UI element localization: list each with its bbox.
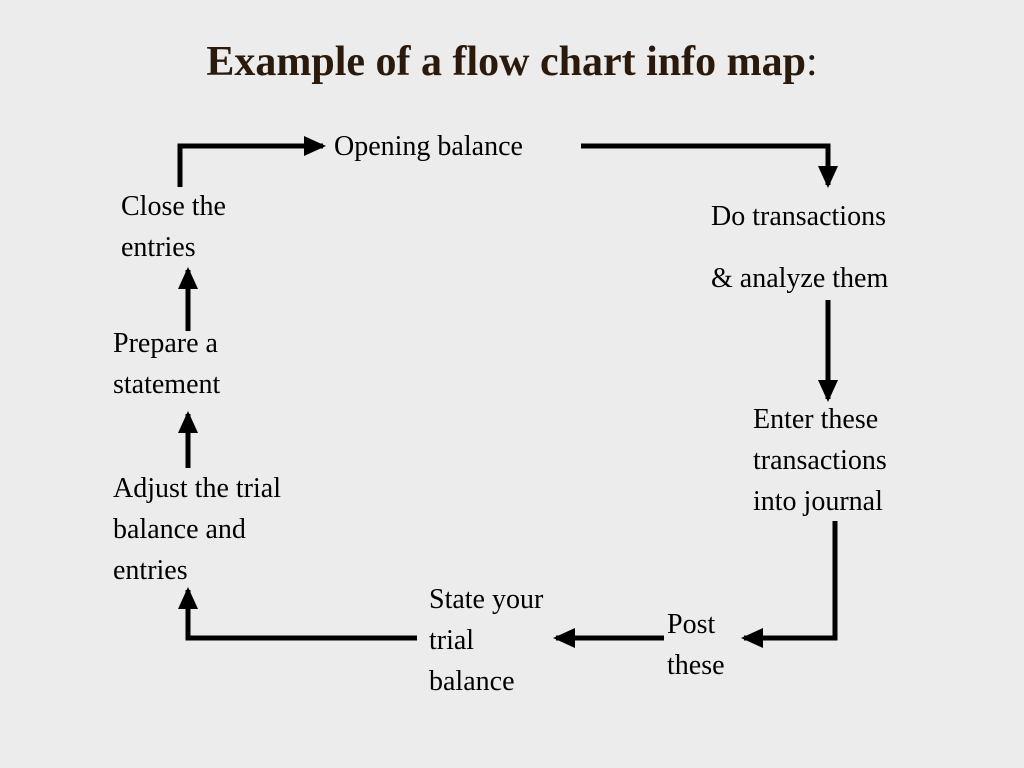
- node-journal-line-1: Enter these: [753, 404, 879, 435]
- node-adjust-line-3: entries: [113, 555, 188, 586]
- node-close-line-2: entries: [121, 232, 196, 263]
- arrow-close-to-opening: [177, 136, 326, 187]
- arrow-opening-to-transactions: [581, 143, 838, 188]
- node-transactions-line-1: Do transactions: [711, 201, 886, 232]
- node-statement-line-1: Prepare a: [113, 328, 218, 359]
- node-adjust-trial-balance: Adjust the trial balance and entries: [113, 468, 281, 591]
- node-prepare-statement: Prepare a statement: [113, 323, 220, 405]
- node-opening-balance: Opening balance: [334, 126, 523, 167]
- node-do-transactions: Do transactions & analyze them: [711, 186, 888, 310]
- node-adjust-line-2: balance and: [113, 514, 246, 545]
- node-statement-line-2: statement: [113, 369, 221, 400]
- node-transactions-line-2: & analyze them: [711, 263, 889, 294]
- node-opening-line-1: Opening balance: [334, 131, 523, 162]
- title-colon: :: [805, 39, 818, 85]
- node-state-trial-balance: State your trial balance: [429, 579, 543, 702]
- node-adjust-line-1: Adjust the trial: [113, 473, 281, 504]
- node-post-these: Post these: [667, 604, 725, 686]
- node-enter-journal: Enter these transactions into journal: [753, 399, 887, 522]
- arrow-journal-to-post: [741, 521, 838, 648]
- arrow-trial-to-adjust: [178, 587, 417, 641]
- title-text: Example of a flow chart info map: [206, 39, 806, 85]
- node-trial-line-3: balance: [429, 666, 515, 697]
- node-post-line-2: these: [667, 650, 725, 681]
- node-trial-line-2: trial: [429, 625, 475, 656]
- node-journal-line-3: into journal: [753, 486, 883, 517]
- node-trial-line-1: State your: [429, 584, 544, 615]
- node-journal-line-2: transactions: [753, 445, 887, 476]
- node-post-line-1: Post: [667, 609, 716, 640]
- node-close-entries: Close the entries: [121, 186, 226, 268]
- node-close-line-1: Close the: [121, 191, 226, 222]
- page-title: Example of a flow chart info map:: [0, 38, 1024, 86]
